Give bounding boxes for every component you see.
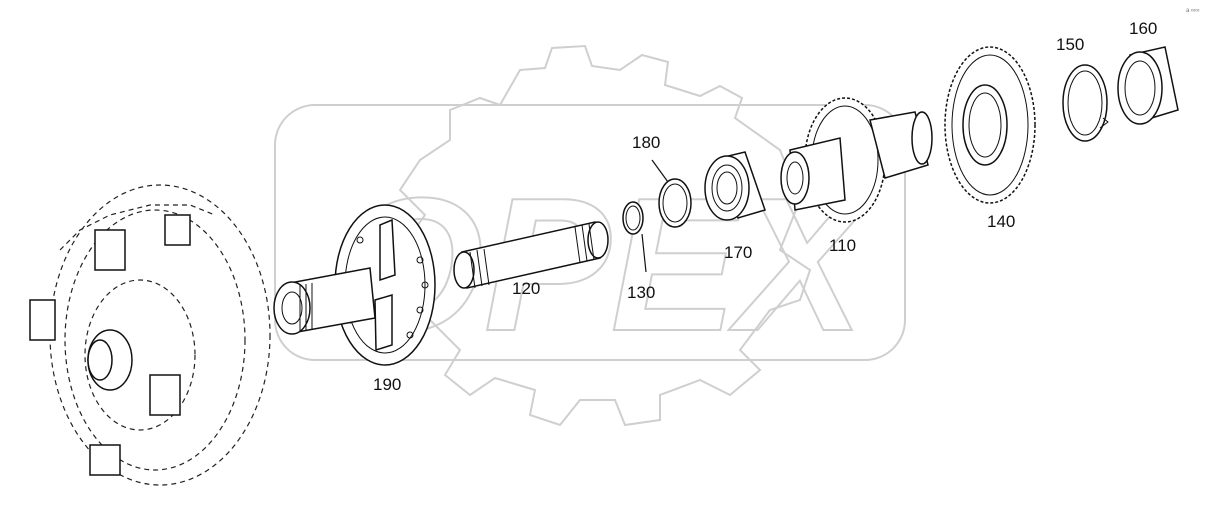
part-170-bearing bbox=[704, 151, 766, 221]
label-170: 170 bbox=[724, 243, 752, 262]
label-140: 140 bbox=[987, 212, 1015, 231]
label-150: 150 bbox=[1056, 35, 1084, 54]
converter-lug bbox=[94, 229, 126, 271]
converter-lug bbox=[89, 444, 121, 476]
converter-lug bbox=[29, 299, 56, 341]
watermark-rounded-frame bbox=[274, 104, 906, 361]
converter-lug bbox=[149, 374, 181, 416]
label-190: 190 bbox=[373, 375, 401, 394]
corner-mark: a ∞∞ bbox=[1186, 8, 1200, 14]
label-160: 160 bbox=[1129, 19, 1157, 38]
label-180: 180 bbox=[632, 133, 660, 152]
part-190-pump-plate bbox=[273, 204, 436, 366]
part-110-gear-shaft bbox=[780, 97, 933, 223]
part-180-ring bbox=[658, 178, 692, 228]
label-130: 130 bbox=[627, 283, 655, 302]
part-120-shaft bbox=[453, 221, 609, 289]
leader-lines bbox=[641, 159, 669, 273]
part-160-bearing bbox=[1117, 46, 1179, 125]
label-110: 110 bbox=[829, 236, 856, 255]
part-130-snap-ring bbox=[622, 201, 644, 235]
part-labels: 180 150 160 140 110 170 120 130 190 bbox=[373, 19, 1157, 394]
part-150-snap-ring bbox=[1062, 64, 1109, 142]
label-120: 120 bbox=[512, 279, 540, 298]
part-140-large-gear bbox=[944, 46, 1036, 204]
part-torque-converter bbox=[29, 184, 271, 486]
converter-lug bbox=[164, 214, 191, 246]
